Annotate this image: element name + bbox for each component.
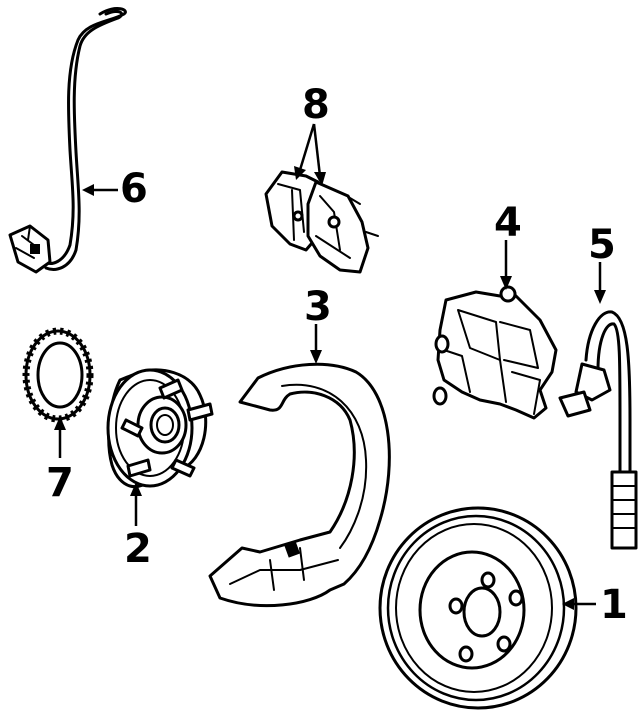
- brake-caliper: [432, 285, 558, 420]
- brake-rotor: [378, 506, 578, 710]
- wheel-hub: [106, 368, 214, 489]
- callout-7: 7: [46, 460, 74, 506]
- abs-sensor-head: [8, 224, 52, 274]
- abs-sensor-wire: [8, 7, 127, 274]
- callout-8: 8: [302, 82, 330, 128]
- callout-2: 2: [124, 526, 152, 572]
- callout-6: 6: [120, 166, 148, 212]
- brake-hose: [558, 310, 638, 550]
- callout-5: 5: [588, 222, 616, 268]
- callout-labels: 6 8 4 5 3 7 2 1: [46, 82, 628, 628]
- callout-3: 3: [304, 284, 332, 330]
- callout-1: 1: [600, 582, 628, 628]
- splash-shield: [208, 362, 391, 608]
- brake-pads: [264, 170, 379, 274]
- leader-lines: [54, 123, 606, 610]
- rotor-lug-holes: [448, 571, 524, 663]
- wheel-studs: [120, 378, 214, 478]
- callout-4: 4: [494, 200, 522, 246]
- abs-tone-ring: [22, 327, 94, 423]
